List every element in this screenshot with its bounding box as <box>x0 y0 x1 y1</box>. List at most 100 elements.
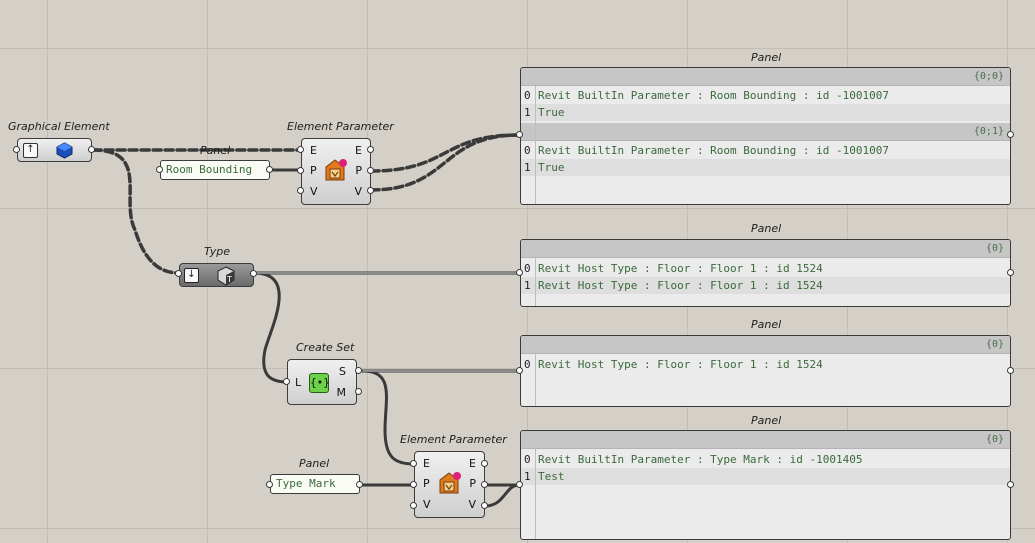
element-parameter-icon <box>439 472 461 494</box>
input-p-label: P <box>423 477 430 490</box>
input-v-label: V <box>310 185 318 198</box>
create-set-icon: {•} <box>309 373 330 393</box>
wire-elemparam-v-to-panel <box>369 133 521 192</box>
input-grip[interactable] <box>410 502 417 509</box>
wire-graphical-to-type <box>91 148 181 275</box>
output-grip[interactable] <box>1007 131 1014 138</box>
grid-line <box>0 48 1035 49</box>
wire-elemparam-p-to-panel <box>369 133 521 173</box>
input-e-label: E <box>310 144 317 157</box>
branch-path: {0;0} <box>521 68 1010 86</box>
panel-3-label: Panel <box>751 318 782 331</box>
input-grip[interactable] <box>175 270 182 277</box>
input-p-label: P <box>310 164 317 177</box>
input-grip[interactable] <box>283 378 290 385</box>
type-component[interactable]: ↓ T <box>179 263 254 287</box>
panel-gutter <box>535 258 536 306</box>
input-grip[interactable] <box>410 460 417 467</box>
input-e-label: E <box>423 457 430 470</box>
output-v-label: V <box>354 185 362 198</box>
output-grip[interactable] <box>367 146 374 153</box>
branch-path: {0} <box>521 431 1010 449</box>
upload-icon: ↑ <box>23 143 38 158</box>
input-grip[interactable] <box>156 166 163 173</box>
type-label: Type <box>204 245 231 258</box>
output-p-label: P <box>469 477 476 490</box>
input-grip[interactable] <box>516 131 523 138</box>
wire-elemparam2-to-panel <box>483 483 521 508</box>
input-grip[interactable] <box>516 367 523 374</box>
panel-gutter <box>535 354 536 406</box>
svg-text:T: T <box>226 275 232 284</box>
grid-line <box>47 0 48 543</box>
grid-line <box>0 208 1035 209</box>
input-grip[interactable] <box>297 146 304 153</box>
output-grip[interactable] <box>1007 481 1014 488</box>
wire-createset-to-elemparam2 <box>361 369 416 466</box>
type-mark-panel[interactable]: Type Mark <box>270 474 360 494</box>
output-grip[interactable] <box>481 481 488 488</box>
output-grip[interactable] <box>355 388 362 395</box>
element-parameter-2-label: Element Parameter <box>400 433 507 446</box>
input-v-label: V <box>423 498 431 511</box>
branch-path: {0} <box>521 336 1010 354</box>
output-grip[interactable] <box>481 460 488 467</box>
wire-type-to-createset <box>252 271 289 384</box>
output-grip[interactable] <box>266 166 273 173</box>
output-m-label: M <box>336 386 347 399</box>
panel-1-label: Panel <box>751 51 782 64</box>
output-grip[interactable] <box>481 502 488 509</box>
graphical-element-label: Graphical Element <box>8 120 110 133</box>
element-parameter-1-label: Element Parameter <box>287 120 394 133</box>
input-grip[interactable] <box>266 481 273 488</box>
input-grip[interactable] <box>410 481 417 488</box>
output-e-label: E <box>469 457 476 470</box>
panel-2-label: Panel <box>751 222 782 235</box>
output-p-label: P <box>355 164 362 177</box>
panel-input-2-label: Panel <box>299 457 330 470</box>
grid-line <box>0 528 1035 529</box>
input-grip[interactable] <box>297 187 304 194</box>
panel-gutter <box>535 86 536 204</box>
output-grip[interactable] <box>367 187 374 194</box>
output-grip[interactable] <box>88 146 95 153</box>
download-icon: ↓ <box>184 268 199 283</box>
panel-4-label: Panel <box>751 414 782 427</box>
input-l-label: L <box>295 376 302 389</box>
output-grip[interactable] <box>1007 269 1014 276</box>
output-grip[interactable] <box>355 367 362 374</box>
output-grip[interactable] <box>356 481 363 488</box>
branch-path: {0;1} <box>521 123 1010 141</box>
output-grip[interactable] <box>250 270 257 277</box>
input-grip[interactable] <box>297 167 304 174</box>
room-bounding-panel[interactable]: Room Bounding <box>160 160 270 180</box>
output-e-label: E <box>355 144 362 157</box>
create-set-label: Create Set <box>296 341 355 354</box>
branch-path: {0} <box>521 240 1010 258</box>
output-grip[interactable] <box>1007 367 1014 374</box>
output-grip[interactable] <box>367 167 374 174</box>
output-v-label: V <box>468 498 476 511</box>
create-set-component[interactable]: L S M {•} <box>287 359 357 405</box>
element-parameter-2-component[interactable]: E P V E P V <box>414 451 485 518</box>
output-s-label: S <box>339 365 346 378</box>
graphical-element-component[interactable]: ↑ <box>17 138 92 162</box>
input-grip[interactable] <box>516 269 523 276</box>
panel-gutter <box>535 449 536 539</box>
input-grip[interactable] <box>13 146 20 153</box>
element-parameter-1-component[interactable]: E P V E P V <box>301 138 371 205</box>
input-grip[interactable] <box>516 481 523 488</box>
